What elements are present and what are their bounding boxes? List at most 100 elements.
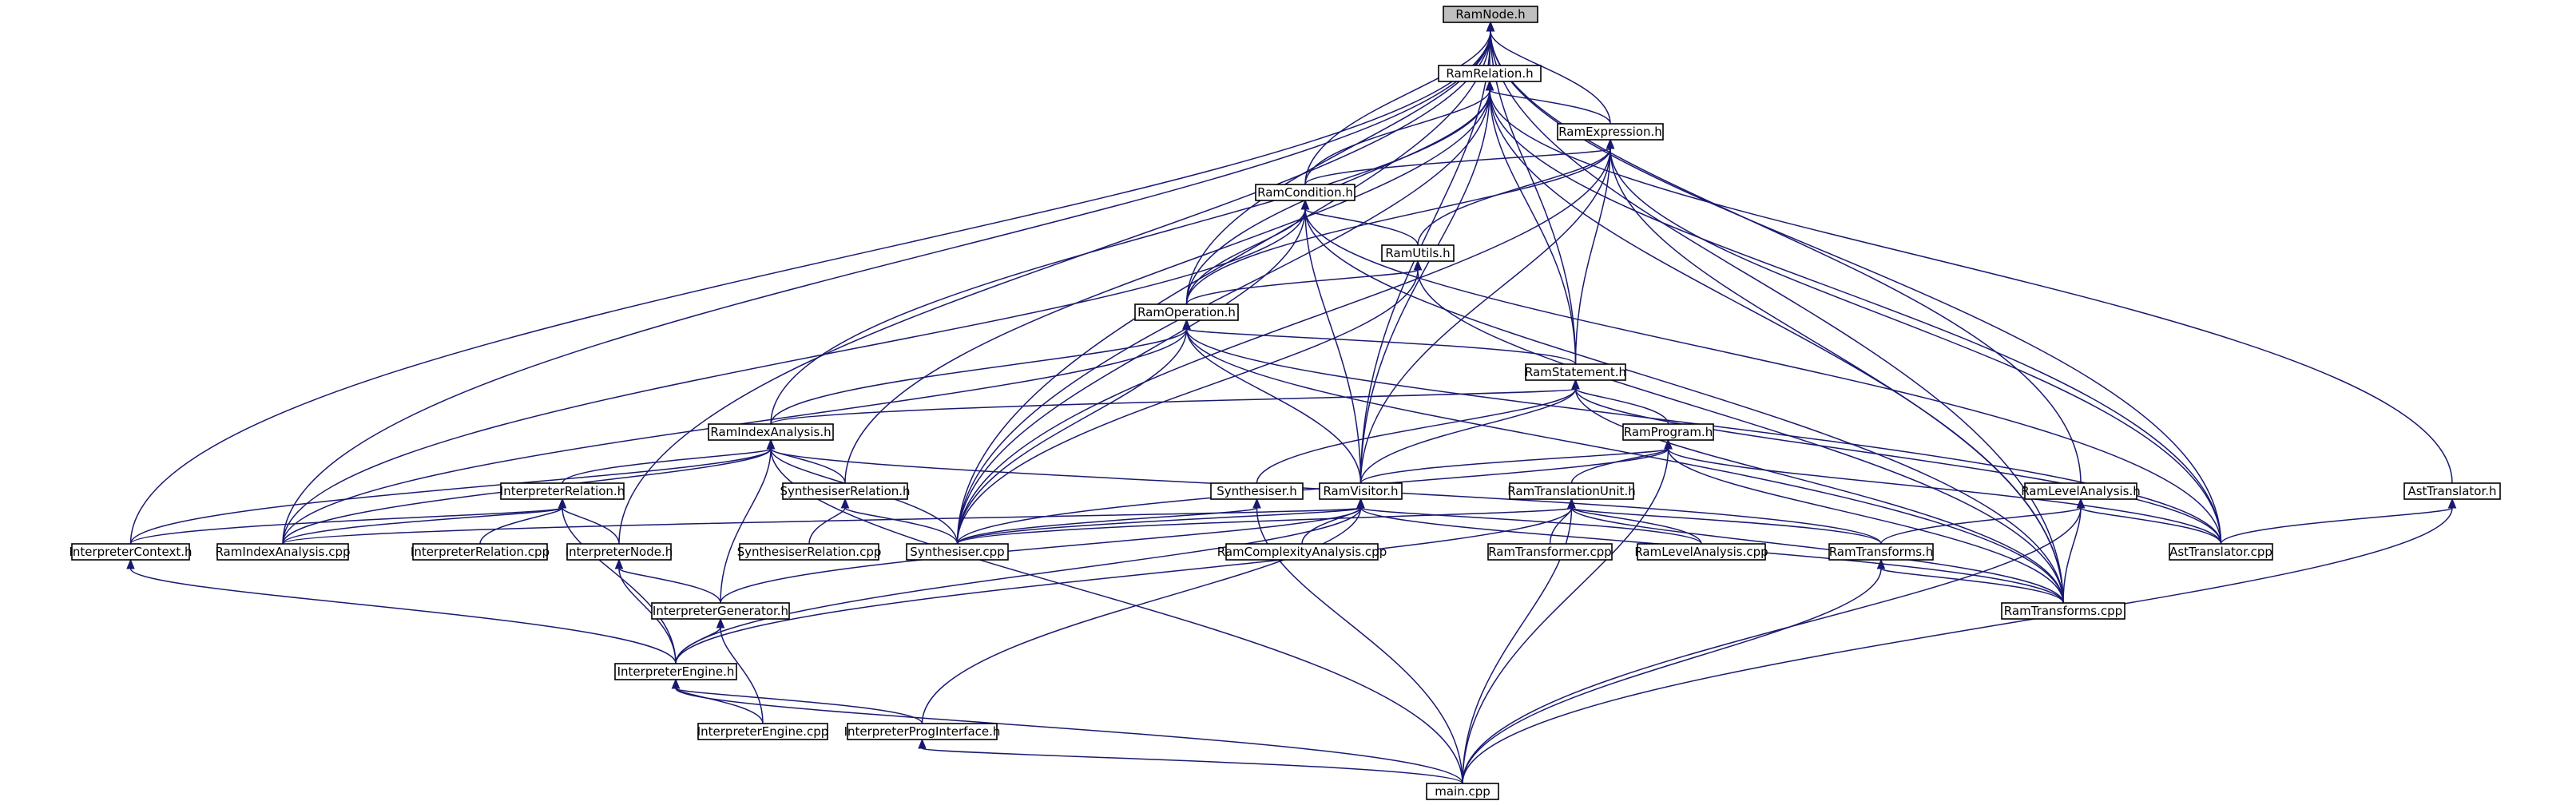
- node-label: RamCondition.h: [1257, 185, 1353, 200]
- edge-arrowhead: [2447, 498, 2457, 509]
- edge-line: [562, 448, 772, 484]
- edge-line: [618, 30, 1491, 545]
- node-RamUtils[interactable]: RamUtils.h: [1381, 244, 1455, 262]
- node-RamStatement[interactable]: RamStatement.h: [1525, 363, 1626, 381]
- node-label: InterpreterRelation.h: [500, 484, 625, 498]
- edge-RamTransformsH-to-RamLevelAnalysis: [1880, 498, 2086, 545]
- node-RamExpression[interactable]: RamExpression.h: [1557, 123, 1664, 141]
- node-RamCondition[interactable]: RamCondition.h: [1255, 184, 1355, 201]
- edge-line: [1490, 30, 2222, 545]
- node-label: RamIndexAnalysis.h: [710, 425, 831, 439]
- node-RamIndexAnalysisCpp[interactable]: RamIndexAnalysis.cpp: [215, 543, 351, 561]
- node-label: RamLevelAnalysis.h: [2021, 484, 2141, 498]
- edges-layer: [126, 21, 2457, 784]
- edge-RamUtils-to-RamCondition: [1300, 199, 1419, 246]
- edge-line: [720, 507, 1362, 604]
- node-RamProgram[interactable]: RamProgram.h: [1622, 423, 1714, 441]
- edge-line: [129, 568, 677, 664]
- node-box: [651, 602, 790, 620]
- node-InterpreterContext[interactable]: InterpreterContext.h: [69, 543, 193, 561]
- edge-RamTransformsCpp-to-RamUtils: [1413, 260, 2064, 604]
- node-label: Synthesiser.cpp: [910, 545, 1004, 559]
- edge-line: [921, 748, 1463, 784]
- node-InterpreterProgInterface[interactable]: InterpreterProgInterface.h: [844, 723, 1001, 740]
- node-RamTranslationUnit[interactable]: RamTranslationUnit.h: [1507, 482, 1636, 500]
- node-AstTranslatorCpp[interactable]: AstTranslator.cpp: [2169, 543, 2273, 561]
- node-label: RamOperation.h: [1137, 305, 1236, 319]
- node-InterpreterRelationCpp[interactable]: InterpreterRelation.cpp: [411, 543, 550, 561]
- edge-MainCpp-to-AstTranslatorH: [1462, 498, 2457, 784]
- edge-line: [1304, 208, 1419, 246]
- edge-line: [956, 507, 1258, 545]
- node-label: Synthesiser.h: [1217, 484, 1297, 498]
- node-box: [708, 423, 834, 441]
- edge-line: [956, 448, 1669, 545]
- edge-line: [956, 269, 1419, 545]
- node-InterpreterRelation[interactable]: InterpreterRelation.h: [500, 482, 625, 500]
- edge-SynthesiserCpp-to-RamOperation: [956, 319, 1191, 545]
- edge-RamCondition-to-RamNode: [1304, 21, 1495, 185]
- edge-line: [675, 688, 1463, 784]
- edge-arrowhead: [671, 678, 681, 689]
- edge-line: [1462, 568, 1882, 784]
- edge-InterpreterProgInterface-to-InterpreterEngineH: [671, 678, 923, 724]
- edge-MainCpp-to-RamProgram: [1462, 438, 1673, 784]
- node-RamLevelAnalysis[interactable]: RamLevelAnalysis.h: [2021, 482, 2141, 500]
- edge-line: [1610, 148, 2222, 545]
- node-label: AstTranslator.cpp: [2169, 545, 2272, 559]
- edge-line: [1490, 30, 1611, 125]
- edge-SynthesiserCpp-to-Synthesiser: [956, 498, 1261, 545]
- edge-line: [2220, 507, 2453, 545]
- edge-line: [1462, 507, 2453, 784]
- edge-line: [1570, 507, 1702, 545]
- node-RamTransformsH[interactable]: RamTransforms.h: [1828, 543, 1934, 561]
- edge-line: [1185, 269, 1419, 305]
- node-RamComplexityAnalysisCpp[interactable]: RamComplexityAnalysis.cpp: [1217, 543, 1387, 561]
- node-label: RamTransforms.h: [1829, 545, 1934, 559]
- node-label: RamTranslationUnit.h: [1507, 484, 1635, 498]
- node-InterpreterGenerator[interactable]: InterpreterGenerator.h: [651, 602, 790, 620]
- node-box: [1828, 543, 1934, 561]
- edge-InterpreterEngineCpp-to-InterpreterGenerator: [716, 617, 764, 724]
- edge-SynthesiserCpp-to-RamNode: [956, 21, 1495, 545]
- edge-InterpreterEngineH-to-InterpreterNode: [614, 558, 677, 664]
- edge-line: [1185, 148, 1611, 305]
- node-box: [1134, 303, 1239, 321]
- node-InterpreterNode[interactable]: InterpreterNode.h: [566, 543, 673, 561]
- edge-line: [720, 627, 764, 724]
- node-RamVisitor[interactable]: RamVisitor.h: [1319, 482, 1403, 500]
- edge-arrowhead: [126, 558, 135, 569]
- node-SynthesiserRelation[interactable]: SynthesiserRelation.h: [780, 482, 911, 500]
- node-MainCpp[interactable]: main.cpp: [1426, 783, 1499, 800]
- edge-MainCpp-to-RamLevelAnalysis: [1462, 498, 2086, 784]
- edge-arrowhead: [716, 617, 725, 629]
- node-label: RamVisitor.h: [1323, 484, 1398, 498]
- edge-line: [562, 507, 677, 664]
- edge-arrowhead: [1567, 498, 1576, 509]
- edge-line: [1359, 448, 1669, 484]
- edge-arrowhead: [1606, 138, 1615, 149]
- node-RamIndexAnalysis[interactable]: RamIndexAnalysis.h: [708, 423, 834, 441]
- edge-line: [1417, 148, 1611, 246]
- node-SynthesiserCpp[interactable]: Synthesiser.cpp: [906, 543, 1009, 561]
- node-Synthesiser[interactable]: Synthesiser.h: [1210, 482, 1304, 500]
- edge-line: [1359, 89, 1490, 484]
- node-RamLevelAnalysisCpp[interactable]: RamLevelAnalysis.cpp: [1634, 543, 1768, 561]
- edge-MainCpp-to-RamTranslationUnit: [1462, 498, 1576, 784]
- node-box: [1443, 6, 1538, 23]
- node-SynthesiserRelationCpp[interactable]: SynthesiserRelation.cpp: [737, 543, 882, 561]
- node-RamTransformerCpp[interactable]: RamTransformer.cpp: [1487, 543, 1613, 561]
- node-RamTransformsCpp[interactable]: RamTransforms.cpp: [2001, 602, 2125, 620]
- node-RamRelation[interactable]: RamRelation.h: [1438, 65, 1542, 82]
- edge-line: [282, 208, 1306, 545]
- node-InterpreterEngineCpp[interactable]: InterpreterEngine.cpp: [697, 723, 829, 740]
- edge-line: [618, 568, 721, 604]
- node-RamOperation[interactable]: RamOperation.h: [1134, 303, 1239, 321]
- edge-line: [770, 89, 1490, 425]
- node-AstTranslatorH[interactable]: AstTranslator.h: [2403, 482, 2501, 500]
- node-RamNode[interactable]: RamNode.h: [1443, 6, 1538, 23]
- node-InterpreterEngineH[interactable]: InterpreterEngine.h: [614, 663, 737, 680]
- edge-InterpreterEngineH-to-RamVisitor: [675, 498, 1365, 664]
- node-box: [1210, 482, 1304, 500]
- edge-line: [1667, 448, 2222, 545]
